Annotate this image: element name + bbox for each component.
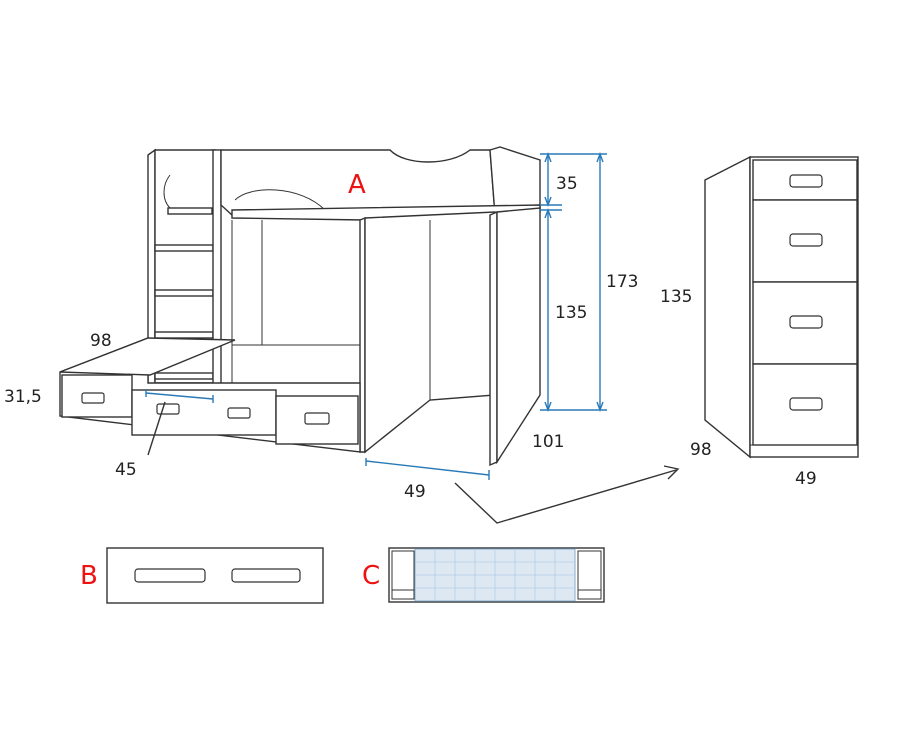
dim-bed-lower: 135 [555, 303, 587, 323]
dim-cabinet-height: 135 [660, 287, 692, 307]
module-b-drawer [106, 547, 324, 604]
module-b-handle [231, 568, 301, 583]
cabinet-handle [789, 174, 823, 188]
pointer-arrow [454, 469, 677, 524]
right-end-panel [496, 207, 541, 465]
cabinet-handle [789, 233, 823, 247]
right-leg [489, 210, 498, 467]
ladder-rail [212, 149, 222, 391]
top-guard-end [489, 146, 541, 216]
dim-bed-top: 35 [556, 174, 578, 194]
dim-desk-width: 49 [404, 482, 426, 502]
drawer-handle [156, 403, 180, 415]
dim-cabinet-depth: 98 [690, 440, 712, 460]
cabinet-side [704, 155, 751, 459]
trundle-top [59, 337, 236, 376]
module-b-label: B [80, 561, 98, 591]
module-c-label: C [362, 561, 380, 591]
bunk-dimension-lines [145, 152, 607, 480]
bunk-bed-module-a: A [59, 146, 541, 467]
drawer-handle [227, 407, 251, 419]
cabinet-handle [789, 315, 823, 329]
dim-trundle-height: 31,5 [4, 387, 42, 407]
drawer-3 [275, 395, 359, 445]
dim-cabinet-width: 49 [795, 469, 817, 489]
arrow-head [663, 465, 680, 480]
module-a-label: A [348, 170, 366, 200]
drawer-handle [81, 392, 105, 404]
module-b-handle [134, 568, 206, 583]
dim-bed-depth: 101 [532, 432, 564, 452]
cabinet-handle [789, 397, 823, 411]
drawer-2 [131, 389, 277, 436]
module-c-trundle [388, 547, 605, 603]
drawer-cabinet [704, 155, 859, 459]
dim-bed-total: 173 [606, 272, 638, 292]
center-partition [359, 216, 366, 453]
dim-trundle-length: 98 [90, 331, 112, 351]
dim-ladder-width: 45 [115, 460, 137, 480]
drawer-handle [304, 412, 330, 425]
